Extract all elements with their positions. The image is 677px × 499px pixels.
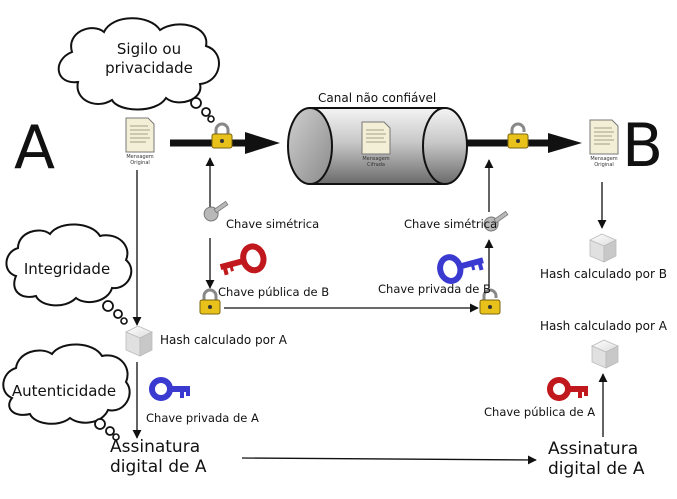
hash-a-right-label: Hash calculado por A (540, 319, 667, 333)
doc-cipher-caption: Mensagem Cifrada (354, 156, 398, 168)
cloud-privacy-text: Sigilo ou privacidade (94, 40, 204, 78)
priv-key-a-label: Chave privada de A (146, 411, 259, 425)
hash-cube-icon (589, 233, 617, 263)
document-icon (125, 117, 155, 153)
signature-left-line-1: Assinatura (110, 437, 201, 457)
padlock-icon (211, 122, 233, 149)
hash-cube-icon (591, 339, 619, 369)
hash-b-label: Hash calculado por B (540, 267, 667, 281)
doc-cipher-line-2: Cifrada (367, 162, 385, 168)
padlock-icon (199, 288, 221, 315)
signature-left: Assinatura digital de A (110, 437, 207, 477)
channel-label: Canal não confiável (318, 91, 437, 105)
thin-arrows (132, 157, 608, 465)
hash-a-left-label: Hash calculado por A (160, 333, 287, 347)
sym-key-right-label: Chave simétrica (404, 217, 498, 231)
pub-key-a-label: Chave pública de A (484, 405, 596, 419)
cloud-privacy (57, 17, 220, 123)
signature-right-line-2: digital de A (548, 458, 645, 479)
padlock-icon (507, 122, 529, 149)
party-b-label: B (622, 111, 664, 181)
cloud-integrity (5, 223, 133, 325)
cloud-integrity-text: Integridade (23, 260, 111, 278)
signature-left-line-2: digital de A (110, 456, 207, 477)
red-key-icon (547, 377, 588, 401)
cloud-authenticity-text: Autenticidade (11, 382, 117, 400)
arrow-a-to-channel (170, 132, 280, 154)
signature-right: Assinatura digital de A (548, 439, 645, 479)
blue-key-icon (149, 377, 190, 401)
doc-original-a-line-1: Mensagem (126, 154, 154, 160)
doc-original-a-caption: Mensagem Original (118, 154, 162, 166)
sym-key-left-label: Chave simétrica (226, 217, 320, 231)
document-icon (361, 121, 391, 155)
padlock-icon (479, 288, 501, 315)
doc-original-b-caption: Mensagem Original (582, 156, 626, 168)
doc-cipher-line-1: Mensagem (362, 156, 390, 162)
doc-original-a-line-2: Original (130, 160, 150, 166)
doc-original-b-line-2: Original (594, 162, 614, 168)
gray-key-icon (203, 200, 229, 222)
blue-key-icon (437, 254, 484, 284)
doc-original-b-line-1: Mensagem (590, 156, 618, 162)
hash-cube-icon (125, 325, 153, 357)
red-key-icon (219, 243, 267, 276)
cloud-privacy-line-2: privacidade (105, 58, 193, 77)
party-a-label: A (14, 113, 56, 183)
priv-key-b-label: Chave privada de B (378, 282, 491, 296)
cloud-authenticity (2, 343, 131, 441)
cloud-privacy-line-1: Sigilo ou (116, 40, 182, 58)
document-icon (589, 119, 619, 155)
signature-right-line-1: Assinatura (548, 439, 639, 459)
gray-key-icon (483, 210, 509, 232)
pub-key-b-label: Chave pública de B (218, 285, 330, 299)
